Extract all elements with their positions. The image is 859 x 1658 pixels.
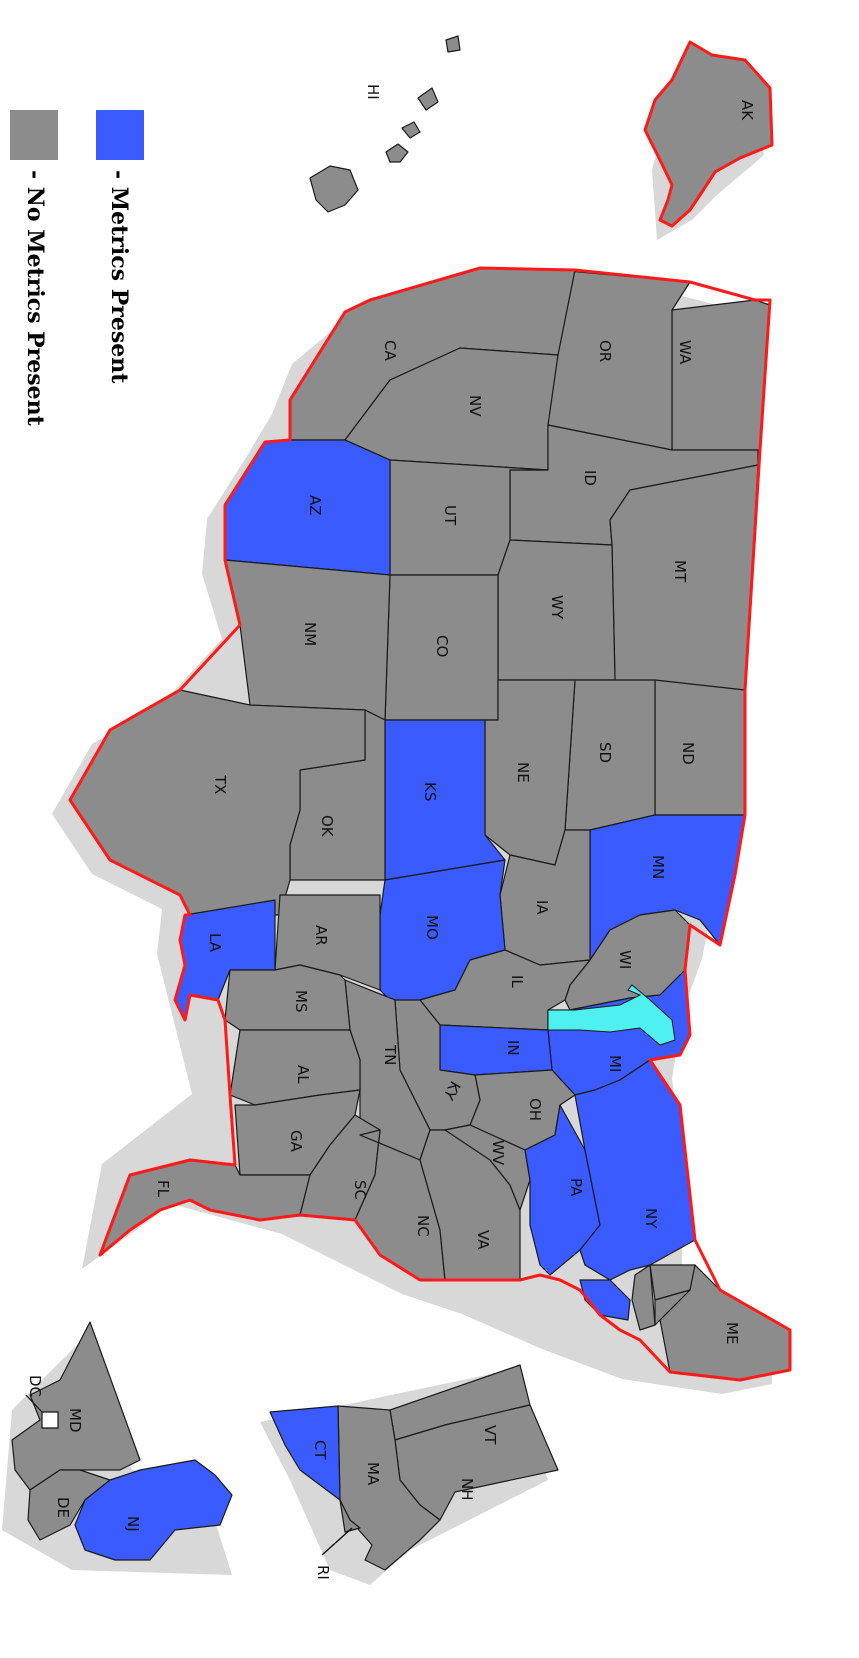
state-CT-inset[interactable] bbox=[269, 1405, 341, 1501]
state-label-DE-inset: DE bbox=[54, 1497, 72, 1518]
state-label-HI: HI bbox=[364, 84, 382, 100]
state-DC-inset[interactable] bbox=[41, 1411, 59, 1429]
state-label-AZ: AZ bbox=[306, 495, 324, 516]
state-label-NY: NY bbox=[642, 1208, 660, 1229]
state-label-MN: MN bbox=[649, 855, 667, 879]
state-label-WI: WI bbox=[616, 950, 634, 969]
state-label-MO: MO bbox=[423, 915, 441, 940]
state-RI-inset[interactable] bbox=[339, 1499, 361, 1533]
state-WA[interactable] bbox=[671, 299, 771, 451]
state-label-TX: TX bbox=[211, 774, 229, 794]
state-label-IN: IN bbox=[504, 1040, 522, 1056]
state-label-MT: MT bbox=[671, 560, 689, 583]
legend: - Metrics Present - No Metrics Present bbox=[10, 110, 144, 427]
state-label-VT-inset: VT bbox=[481, 1425, 499, 1445]
alaska-inset: AK bbox=[643, 40, 774, 240]
state-label-WY: WY bbox=[548, 595, 566, 620]
state-label-OH: OH bbox=[526, 1098, 544, 1121]
state-label-NM: NM bbox=[301, 622, 319, 646]
state-label-TN: TN bbox=[381, 1044, 399, 1065]
state-label-NJ-inset: NJ bbox=[124, 1516, 142, 1532]
state-label-SD: SD bbox=[596, 742, 614, 763]
state-label-LA: LA bbox=[206, 933, 224, 953]
state-label-OR: OR bbox=[596, 340, 614, 362]
state-HI[interactable] bbox=[309, 165, 359, 213]
state-label-CT-inset: CT bbox=[311, 1440, 329, 1460]
state-WV[interactable] bbox=[444, 1124, 531, 1211]
state-HI[interactable] bbox=[445, 35, 461, 53]
state-label-DC-inset: DC bbox=[26, 1375, 44, 1397]
state-label-MS: MS bbox=[292, 990, 310, 1012]
state-label-VA: VA bbox=[474, 1230, 492, 1250]
state-label-WA: WA bbox=[676, 340, 694, 365]
state-label-IA: IA bbox=[533, 900, 551, 915]
state-label-OK: OK bbox=[318, 815, 336, 838]
mainland-states: WA OR CA NV ID MT UT AZ WY CO NM ND SD N… bbox=[68, 266, 792, 1382]
state-label-MI: MI bbox=[606, 1055, 624, 1072]
state-NY[interactable] bbox=[574, 1059, 696, 1281]
state-label-AK: AK bbox=[738, 100, 756, 121]
state-NJ[interactable] bbox=[579, 1279, 631, 1321]
state-label-UT: UT bbox=[441, 505, 459, 526]
state-NJ-inset[interactable] bbox=[74, 1459, 233, 1561]
state-label-MA-inset: MA bbox=[364, 1462, 382, 1486]
state-label-PA: PA bbox=[567, 1178, 585, 1197]
state-label-WV: WV bbox=[489, 1140, 507, 1166]
state-label-RI-inset: RI bbox=[314, 1565, 332, 1580]
state-label-ND: ND bbox=[679, 742, 697, 765]
state-HI[interactable] bbox=[417, 87, 439, 111]
lake-michigan bbox=[547, 984, 676, 1046]
state-label-KS: KS bbox=[421, 782, 439, 801]
legend-absent-swatch bbox=[10, 110, 58, 160]
state-HI[interactable] bbox=[385, 143, 409, 163]
legend-absent-label: - No Metrics Present bbox=[22, 170, 48, 427]
state-label-NC: NC bbox=[414, 1215, 432, 1237]
state-label-IL: IL bbox=[508, 975, 526, 988]
mid-atlantic-inset: MD DE NJ DC bbox=[2, 1321, 233, 1575]
state-HI[interactable] bbox=[401, 121, 421, 139]
state-MS[interactable] bbox=[224, 964, 351, 1031]
new-england-inset: VT NH MA CT RI bbox=[260, 1364, 559, 1585]
state-label-AR: AR bbox=[312, 925, 330, 946]
state-label-GA: GA bbox=[287, 1130, 305, 1153]
state-label-NH-inset: NH bbox=[458, 1478, 476, 1501]
legend-present-label: - Metrics Present bbox=[106, 170, 132, 384]
hawaii-inset: HI bbox=[309, 35, 461, 213]
state-label-NE: NE bbox=[514, 762, 532, 783]
state-MD-inset[interactable] bbox=[11, 1321, 141, 1491]
state-label-FL: FL bbox=[154, 1180, 172, 1198]
state-ND[interactable] bbox=[654, 679, 746, 816]
state-label-ID: ID bbox=[581, 470, 599, 486]
state-MA[interactable] bbox=[631, 1264, 656, 1331]
state-IN[interactable] bbox=[439, 1024, 553, 1076]
state-label-CO: CO bbox=[433, 635, 451, 657]
state-label-AL: AL bbox=[294, 1065, 312, 1084]
state-label-CA: CA bbox=[381, 340, 399, 361]
state-label-SC: SC bbox=[351, 1180, 369, 1200]
state-label-MD-inset: MD bbox=[66, 1408, 84, 1433]
legend-present-swatch bbox=[96, 110, 144, 160]
state-label-ME: ME bbox=[723, 1322, 741, 1344]
state-label-NV: NV bbox=[466, 395, 484, 417]
